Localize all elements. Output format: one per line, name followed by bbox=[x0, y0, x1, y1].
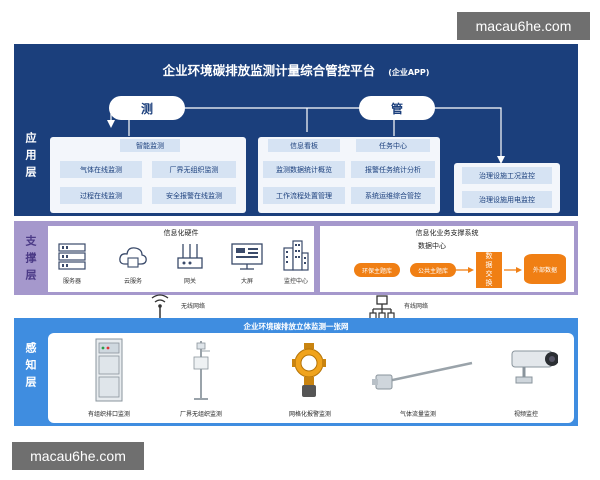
watermark-top: macau6he.com bbox=[457, 12, 590, 40]
server-icon bbox=[58, 243, 86, 270]
layer-label-perception: 感知层 bbox=[24, 342, 37, 393]
device-label-gas-flow: 气体流量监测 bbox=[399, 411, 436, 418]
hardware-label-gateway: 网关 bbox=[183, 278, 196, 285]
application-layer: 应用层 企业环境碳排放监测计量综合管控平台 (企业APP) 测 管 智能监测 气… bbox=[14, 44, 578, 216]
perception-banner: 企业环境碳排放立体监测一张网 bbox=[243, 322, 349, 331]
gas-detector-icon bbox=[292, 343, 326, 397]
db-public[interactable]: 公共主题库 bbox=[410, 263, 456, 277]
device-label-gas-alarm: 网格化报警监测 bbox=[288, 411, 331, 418]
device-label-boundary: 厂界无组织监测 bbox=[179, 411, 222, 418]
panel-smart-monitoring: 智能监测 气体在线监测 厂界无组织监测 过程在线监测 安全报警在线监测 bbox=[50, 137, 246, 213]
big-screen-icon bbox=[231, 243, 263, 270]
panel-header-info-board[interactable]: 信息看板 bbox=[268, 139, 340, 152]
hardware-label-big-screen: 大屏 bbox=[240, 278, 253, 285]
panel-info-board: 信息看板 任务中心 监测数据统计概览 报警任务统计分析 工作流程处置管理 系统运… bbox=[258, 137, 440, 213]
platform-subtitle: (企业APP) bbox=[388, 68, 430, 77]
cell-safety-alarm[interactable]: 安全报警在线监测 bbox=[152, 187, 236, 204]
hardware-title: 信息化硬件 bbox=[163, 229, 199, 237]
wireless-network-label: 无线网络 bbox=[181, 303, 206, 310]
data-exchange-box[interactable]: 数据交换 bbox=[476, 252, 502, 288]
cell-boundary-unorganized[interactable]: 厂界无组织监测 bbox=[152, 161, 236, 178]
cell-alarm-analysis[interactable]: 报警任务统计分析 bbox=[351, 161, 435, 178]
panel-business-support: 信息化业务支撑系统 数据中心 环保主题库 公共主题库 数据交换 外部数据 bbox=[320, 226, 574, 292]
cell-facility-condition[interactable]: 治理设施工况监控 bbox=[462, 167, 552, 184]
hardware-label-server: 服务器 bbox=[62, 278, 81, 285]
business-title: 信息化业务支撑系统 bbox=[415, 229, 479, 237]
panel-header-task-center[interactable]: 任务中心 bbox=[356, 139, 430, 152]
panel-hardware: 信息化硬件 服务器 云服务 网关 bbox=[48, 226, 314, 292]
db-environmental[interactable]: 环保主题库 bbox=[354, 263, 400, 277]
gas-flow-probe-icon bbox=[372, 361, 473, 390]
pill-measure: 测 bbox=[109, 96, 185, 120]
cell-workflow[interactable]: 工作流程处置管理 bbox=[263, 187, 345, 204]
cell-process-online[interactable]: 过程在线监测 bbox=[60, 187, 142, 204]
device-label-emission: 有组织排口监测 bbox=[87, 411, 130, 418]
cell-gas-online[interactable]: 气体在线监测 bbox=[60, 161, 142, 178]
boundary-sensor-icon bbox=[193, 341, 210, 400]
data-flow-arrows bbox=[454, 267, 522, 273]
hardware-label-monitoring-center: 监控中心 bbox=[283, 278, 308, 285]
panel-facility-monitoring: 治理设施工况监控 治理设施用电监控 bbox=[454, 163, 560, 213]
cell-data-statistics[interactable]: 监测数据统计概览 bbox=[263, 161, 345, 178]
emission-cabinet-icon bbox=[95, 338, 123, 402]
wired-network-label: 有线网络 bbox=[404, 303, 429, 310]
layer-label-support: 支撑层 bbox=[24, 235, 37, 286]
hardware-label-cloud: 云服务 bbox=[123, 278, 142, 285]
layer-label-application: 应用层 bbox=[24, 132, 37, 183]
cell-system-ops[interactable]: 系统运维综合管控 bbox=[351, 187, 435, 204]
external-data[interactable]: 外部数据 bbox=[524, 254, 566, 284]
device-panel: 有组织排口监测 厂界无组织监测 网格化报警监测 气体流量监测 bbox=[48, 333, 574, 423]
video-camera-icon bbox=[511, 350, 558, 384]
perception-layer: 感知层 企业环境碳排放立体监测一张网 有组织排口监测 厂界无组织监测 bbox=[14, 318, 578, 426]
monitoring-center-icon bbox=[283, 240, 309, 271]
platform-title: 企业环境碳排放监测计量综合管控平台 bbox=[162, 63, 376, 78]
data-center-label: 数据中心 bbox=[418, 242, 446, 250]
cell-facility-power[interactable]: 治理设施用电监控 bbox=[462, 191, 552, 208]
watermark-bottom: macau6he.com bbox=[12, 442, 144, 470]
pill-manage: 管 bbox=[359, 96, 435, 120]
cloud-icon bbox=[119, 247, 147, 268]
gateway-icon bbox=[177, 244, 203, 269]
panel-header-smart-monitoring[interactable]: 智能监测 bbox=[120, 139, 180, 152]
support-layer: 支撑层 信息化硬件 服务器 云服务 网关 bbox=[14, 221, 578, 295]
device-label-video: 视频监控 bbox=[513, 411, 538, 418]
